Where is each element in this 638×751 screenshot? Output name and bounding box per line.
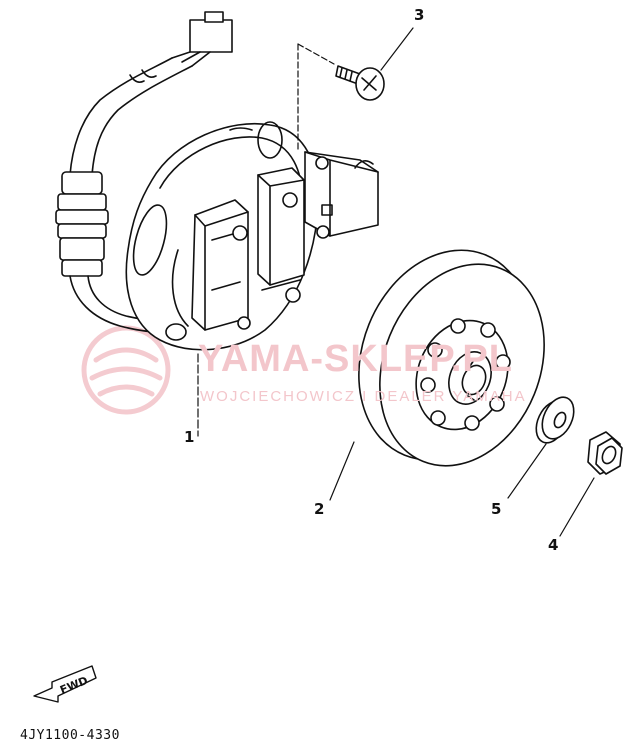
wire-connector: [171, 11, 233, 67]
flywheel-rotor-part-2: [358, 249, 545, 467]
watermark-sub-text: WOJCIECHOWICZ I DEALER YAMAHA: [200, 388, 527, 405]
alignment-line-screw: [297, 43, 335, 151]
nut-part-4: [587, 431, 623, 475]
leader-line-3: [380, 27, 414, 71]
watermark-logo-icon: [81, 325, 171, 415]
watermark-main-text: YAMA-SKLEP.PL: [198, 338, 513, 380]
wire-harness: [69, 57, 193, 176]
callout-1: 1: [184, 428, 195, 446]
leader-line-5: [507, 443, 547, 499]
callout-5: 5: [491, 500, 502, 518]
lighting-coil-right: [257, 167, 305, 303]
wire-grommet: [55, 171, 161, 333]
leader-line-2: [329, 441, 355, 501]
fwd-arrow-icon: [33, 665, 97, 703]
leader-line-4: [559, 477, 595, 537]
screw-part-3: [335, 65, 385, 101]
charging-coil-left: [171, 199, 251, 331]
pulser-coil: [304, 151, 379, 239]
callout-2: 2: [314, 500, 325, 518]
callout-3: 3: [414, 6, 425, 24]
washer-part-5: [535, 396, 575, 444]
part-number: 4JY1100-4330: [20, 728, 120, 743]
callout-4: 4: [548, 536, 559, 554]
